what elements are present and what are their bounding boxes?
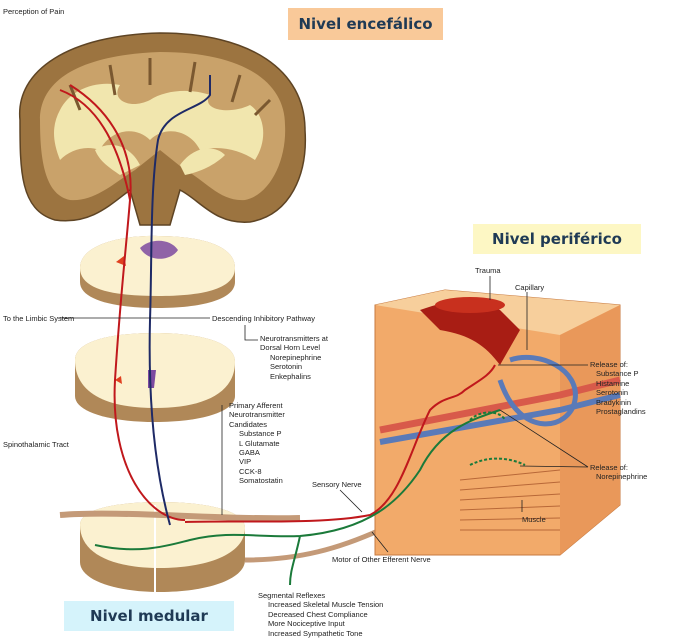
label-perception-of-pain: Perception of Pain xyxy=(3,7,65,16)
pa-item: GABA xyxy=(239,448,260,458)
nt-item: Norepinephrine xyxy=(270,352,322,362)
release-item: Bradykinin xyxy=(596,397,632,407)
sr-item: More Nociceptive Input xyxy=(268,619,345,629)
pa-line: Candidates xyxy=(229,419,267,429)
tissue-block xyxy=(374,289,621,556)
label-descending-pathway: Descending Inhibitory Pathway xyxy=(212,314,315,323)
pa-item: L Glutamate xyxy=(239,438,280,448)
release-item: Prostaglandins xyxy=(596,407,646,417)
sr-title: Segmental Reflexes xyxy=(258,591,326,600)
title-nivel-medular: Nivel medular xyxy=(64,601,234,631)
title-nivel-encefalico: Nivel encefálico xyxy=(288,8,443,40)
label-capillary: Capillary xyxy=(515,283,545,292)
leader-lines xyxy=(60,276,589,553)
release-item: Serotonin xyxy=(596,388,629,398)
nt-line: Neurotransmitters at xyxy=(260,334,328,343)
spinal-cord-slice-upper xyxy=(80,235,235,308)
release-title: Release of: xyxy=(590,360,628,369)
nt-line: Dorsal Horn Level xyxy=(260,343,321,353)
label-spinothalamic-tract: Spinothalamic Tract xyxy=(3,440,69,449)
label-primary-afferent: Primary Afferent Neurotransmitter Candid… xyxy=(229,401,285,486)
pa-item: VIP xyxy=(239,457,252,467)
title-nivel-periferico: Nivel periférico xyxy=(473,224,641,254)
pa-line: Primary Afferent xyxy=(229,401,283,410)
label-trauma: Trauma xyxy=(475,266,501,275)
label-sensory-nerve: Sensory Nerve xyxy=(312,480,362,489)
pa-item: Substance P xyxy=(239,429,282,439)
label-release-mediators: Release of: Substance P Histamine Seroto… xyxy=(590,360,646,416)
release-title: Release of: xyxy=(590,463,628,472)
label-neurotransmitters-dorsal-horn: Neurotransmitters at Dorsal Horn Level N… xyxy=(260,334,328,381)
pa-item: CCK-8 xyxy=(239,466,262,476)
label-muscle: Muscle xyxy=(522,515,546,524)
descending-inhibitory-pathway xyxy=(148,75,211,526)
release-item: Norepinephrine xyxy=(596,472,648,482)
nt-item: Enkephalins xyxy=(270,371,311,381)
pa-item: Somatostatin xyxy=(239,476,283,486)
nt-item: Serotonin xyxy=(270,362,303,372)
label-release-norepinephrine: Release of: Norepinephrine xyxy=(590,463,647,482)
brain-coronal-section xyxy=(19,32,307,226)
label-segmental-reflexes: Segmental Reflexes Increased Skeletal Mu… xyxy=(258,591,383,638)
release-item: Substance P xyxy=(596,369,639,379)
efferent-green-nerve xyxy=(94,409,501,586)
pa-line: Neurotransmitter xyxy=(229,410,285,420)
afferent-red-nerve xyxy=(184,364,496,523)
sr-item: Decreased Chest Compliance xyxy=(268,609,368,619)
sr-item: Increased Skeletal Muscle Tension xyxy=(268,600,384,610)
label-limbic-system: To the Limbic System xyxy=(3,314,75,323)
sr-item: Increased Sympathetic Tone xyxy=(268,628,363,638)
ascending-pain-pathway xyxy=(59,84,186,521)
label-motor-nerve: Motor of Other Efferent Nerve xyxy=(332,555,431,564)
spinal-cord-slice-middle xyxy=(75,333,235,422)
release-item: Histamine xyxy=(596,378,630,388)
